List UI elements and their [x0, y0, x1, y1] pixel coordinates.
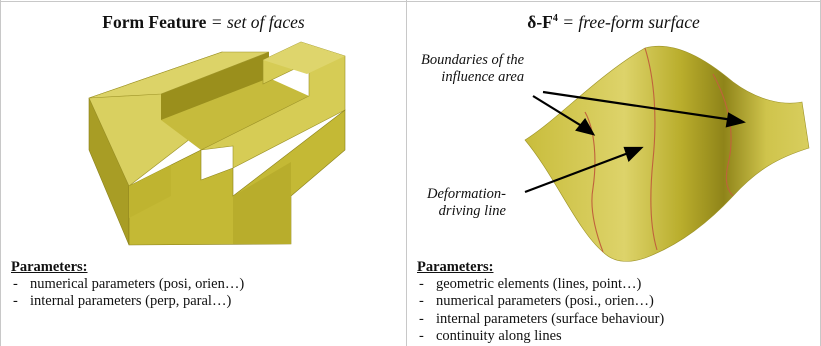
param-item: -internal parameters (surface behaviour) [419, 310, 665, 327]
param-text: geometric elements (lines, point…) [436, 276, 642, 293]
params-list: -geometric elements (lines, point…) -num… [417, 276, 664, 345]
free-form-panel: δ-F4 = free-form surface [407, 0, 820, 346]
free-form-params: Parameters: -geometric elements (lines, … [417, 259, 664, 345]
annotation-boundaries: Boundaries of the influence area [421, 52, 524, 86]
params-heading: Parameters: [417, 259, 494, 275]
annotation-line-2: influence area [441, 69, 525, 85]
param-item: -continuity along lines [419, 327, 562, 344]
free-form-surface [524, 45, 810, 262]
param-text: internal parameters (surface behaviour) [436, 310, 665, 327]
param-text: numerical parameters (posi, orien…) [30, 276, 245, 293]
params-list: -numerical parameters (posi, orien…) -in… [11, 276, 244, 310]
form-feature-panel: Form Feature = set of faces Parameters: … [1, 0, 406, 346]
form-feature-title-bold: Form Feature [102, 12, 207, 32]
annotation-line-1: Deformation- [427, 186, 506, 202]
param-item: -internal parameters (perp, paral…) [13, 293, 232, 310]
form-feature-params: Parameters: -numerical parameters (posi,… [11, 259, 244, 311]
param-item: -numerical parameters (posi, orien…) [13, 276, 245, 293]
free-form-title-bold: δ-F [527, 12, 553, 32]
form-feature-title: Form Feature = set of faces [1, 12, 406, 33]
param-item: -numerical parameters (posi., orien…) [419, 293, 654, 310]
param-text: continuity along lines [436, 327, 562, 344]
frame-left-border [0, 0, 1, 346]
param-text: internal parameters (perp, paral…) [30, 293, 232, 310]
free-form-title-rest: = free-form surface [557, 12, 700, 32]
annotation-line-2: driving line [438, 203, 506, 219]
free-form-title-sup: 4 [552, 13, 558, 24]
free-form-title: δ-F4 = free-form surface [407, 12, 820, 33]
form-feature-title-rest: = set of faces [206, 12, 305, 32]
annotation-line-1: Boundaries of the [421, 52, 525, 68]
param-text: numerical parameters (posi., orien…) [436, 293, 654, 310]
annotation-driving-line: Deformation- driving line [427, 186, 506, 220]
param-item: -geometric elements (lines, point…) [419, 276, 642, 293]
slot-feature-solid [88, 41, 346, 246]
panel-divider [406, 0, 407, 346]
params-heading: Parameters: [11, 259, 88, 275]
